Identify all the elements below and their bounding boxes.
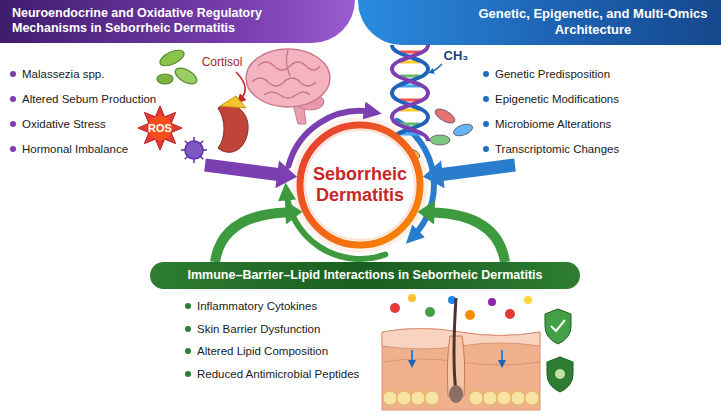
panel-banner: Neuroendocrine and Oxidative Regulatory … <box>0 0 355 43</box>
bullet-dot <box>10 71 16 77</box>
bullet-dot <box>185 348 191 354</box>
brain-icon <box>246 49 330 124</box>
bullet-dot <box>185 371 191 377</box>
bullet-dot <box>185 303 191 309</box>
arrow-shaft <box>215 212 286 262</box>
methyl-label: CH₃ <box>444 48 469 63</box>
bullet-text: Reduced Antimicrobial Peptides <box>197 368 359 380</box>
bullet-row: Genetic Predisposition <box>483 61 721 86</box>
cortisol-arrow <box>236 72 245 100</box>
bullet-row: Altered Sebum Production <box>10 86 355 111</box>
bullet-dot <box>483 71 489 77</box>
panel: Immune–Barrier–Lipid Interactions in Seb… <box>150 262 580 412</box>
bullet-row: Oxidative Stress <box>10 111 355 136</box>
bullet-dot <box>10 146 16 152</box>
arrow-head <box>275 160 297 188</box>
bullet-dot <box>10 121 16 127</box>
arrow-head <box>423 160 445 188</box>
arrow-shaft <box>434 212 505 262</box>
panel-heading: Neuroendocrine and Oxidative Regulatory … <box>12 6 312 36</box>
bullet-text: Transcriptomic Changes <box>495 143 619 155</box>
bullet-row: Skin Barrier Dysfunction <box>185 318 580 341</box>
bullet-list: Inflammatory CytokinesSkin Barrier Dysfu… <box>150 295 580 385</box>
bullet-text: Microbiome Alterations <box>495 118 611 130</box>
bullet-row: Epigenetic Modifications <box>483 86 721 111</box>
malassezia-cells <box>157 47 199 87</box>
panel-heading: Genetic, Epigenetic, and Multi-Omics Arc… <box>478 6 708 38</box>
center-circle: Seborrheic Dermatitis <box>296 121 424 249</box>
bullet-text: Altered Sebum Production <box>22 93 156 105</box>
bullet-row: Altered Lipid Composition <box>185 340 580 363</box>
flow-arrow <box>205 160 297 188</box>
bullet-text: Hormonal Imbalance <box>22 143 128 155</box>
methyl-arrow <box>431 64 442 72</box>
bullet-text: Epigenetic Modifications <box>495 93 619 105</box>
bullet-dot <box>483 121 489 127</box>
bullet-dot <box>185 326 191 332</box>
bullet-text: Genetic Predisposition <box>495 68 610 80</box>
flow-arrow <box>215 201 302 262</box>
flow-arrow <box>423 160 515 188</box>
bullet-text: Skin Barrier Dysfunction <box>197 323 320 335</box>
bullet-row: Reduced Antimicrobial Peptides <box>185 363 580 386</box>
bullet-text: Malassezia spp. <box>22 68 104 80</box>
bullet-text: Oxidative Stress <box>22 118 106 130</box>
bullet-row: Microbiome Alterations <box>483 111 721 136</box>
bullet-text: Altered Lipid Composition <box>197 345 328 357</box>
bullet-list: Malassezia spp. Altered Sebum ProductionO… <box>0 61 355 161</box>
arrow-shaft <box>205 165 278 174</box>
dna-helix <box>392 45 428 141</box>
circle-title: Seborrheic Dermatitis <box>307 164 413 206</box>
bullet-row: Inflammatory Cytokines <box>185 295 580 318</box>
cycle-arrows <box>286 111 434 259</box>
kidney-adrenal <box>218 96 248 152</box>
bullet-dot <box>483 146 489 152</box>
panel: Neuroendocrine and Oxidative Regulatory … <box>0 0 355 165</box>
panel-banner: Immune–Barrier–Lipid Interactions in Seb… <box>150 262 580 289</box>
arrow-shaft <box>442 165 515 174</box>
bullet-text: Inflammatory Cytokines <box>197 300 317 312</box>
shield-icons <box>545 309 573 392</box>
panel-heading: Immune–Barrier–Lipid Interactions in Seb… <box>160 268 570 283</box>
bullet-row: Transcriptomic Changes <box>483 136 721 161</box>
bullet-row: Malassezia spp. <box>10 61 355 86</box>
ros-label: ROS <box>148 122 172 134</box>
flow-arrow <box>418 201 505 262</box>
hormone-label: Cortisol <box>202 55 243 69</box>
panel: Genetic, Epigenetic, and Multi-Omics Arc… <box>358 0 721 165</box>
panel-banner: Genetic, Epigenetic, and Multi-Omics Arc… <box>358 0 721 45</box>
bullet-dot <box>483 96 489 102</box>
bullet-dot <box>10 96 16 102</box>
skin-cross-section <box>382 294 540 410</box>
bullet-list: Genetic PredispositionEpigenetic Modific… <box>358 61 721 161</box>
ros-burst <box>138 106 182 150</box>
circle-glow <box>292 117 428 253</box>
virus-icon <box>181 137 207 163</box>
